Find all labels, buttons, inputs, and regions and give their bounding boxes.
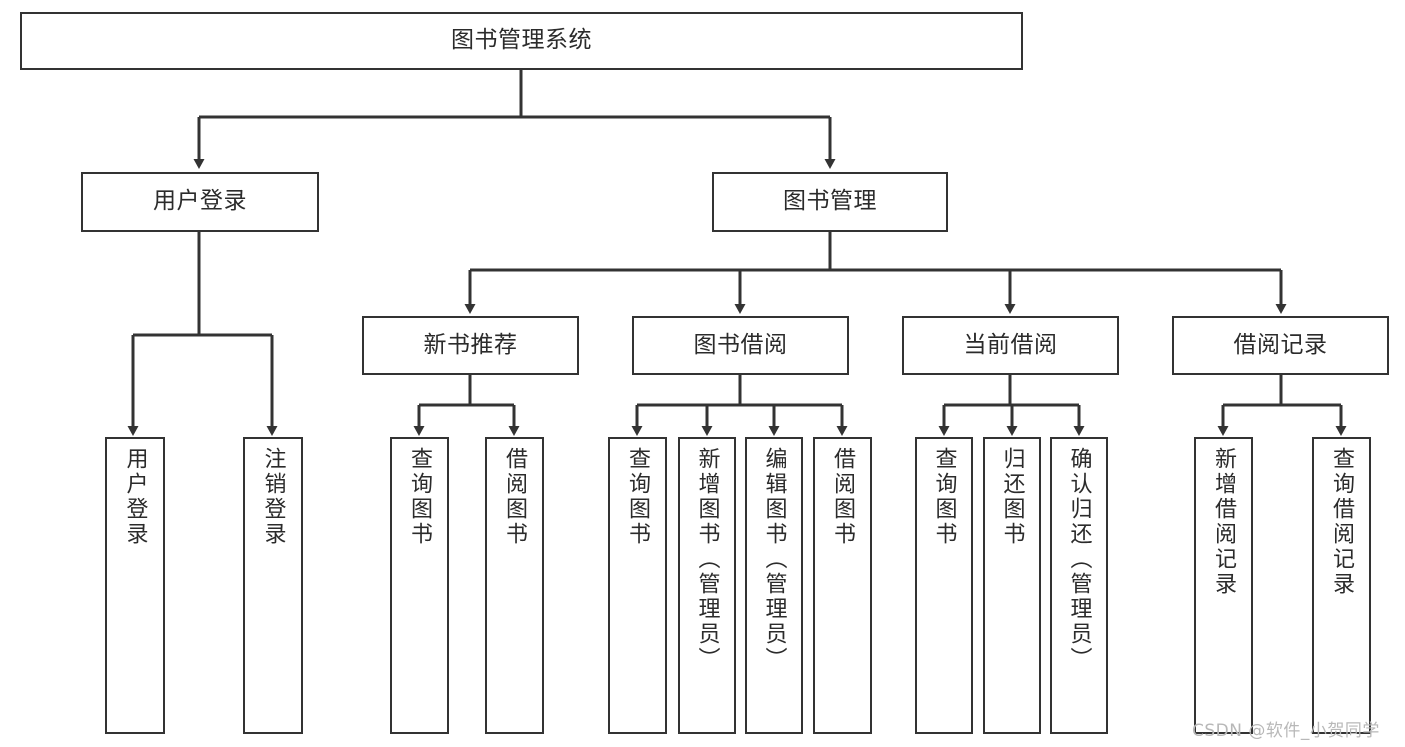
node-leaf-4-label: 查询图书 (625, 447, 651, 547)
node-level2-1[interactable]: 图书借阅 (632, 316, 849, 375)
node-leaf-11-label: 新增借阅记录 (1211, 447, 1237, 597)
node-leaf-12[interactable]: 查询借阅记录 (1312, 437, 1371, 734)
node-leaf-7[interactable]: 借阅图书 (813, 437, 872, 734)
node-leaf-4[interactable]: 查询图书 (608, 437, 667, 734)
node-leaf-12-label: 查询借阅记录 (1329, 447, 1355, 597)
node-level2-2-label: 当前借阅 (963, 331, 1058, 358)
node-level2-3[interactable]: 借阅记录 (1172, 316, 1389, 375)
node-level1-0-label: 用户登录 (153, 188, 247, 215)
node-leaf-8[interactable]: 查询图书 (915, 437, 973, 734)
node-leaf-5[interactable]: 新增图书（管理员） (678, 437, 736, 734)
node-leaf-5-label: 新增图书（管理员） (694, 447, 720, 672)
node-leaf-1-label: 注销登录 (260, 447, 286, 547)
node-leaf-10[interactable]: 确认归还（管理员） (1050, 437, 1108, 734)
node-leaf-3-label: 借阅图书 (502, 447, 528, 547)
node-level2-0-label: 新书推荐 (423, 331, 518, 358)
node-leaf-3[interactable]: 借阅图书 (485, 437, 544, 734)
node-leaf-1[interactable]: 注销登录 (243, 437, 303, 734)
node-level2-2[interactable]: 当前借阅 (902, 316, 1119, 375)
node-root-label: 图书管理系统 (451, 27, 592, 54)
node-leaf-9-label: 归还图书 (999, 447, 1025, 547)
node-leaf-2-label: 查询图书 (407, 447, 433, 547)
node-leaf-6[interactable]: 编辑图书（管理员） (745, 437, 803, 734)
node-level1-1[interactable]: 图书管理 (712, 172, 948, 232)
node-level1-1-label: 图书管理 (783, 188, 877, 215)
node-leaf-11[interactable]: 新增借阅记录 (1194, 437, 1253, 734)
node-level2-0[interactable]: 新书推荐 (362, 316, 579, 375)
node-leaf-9[interactable]: 归还图书 (983, 437, 1041, 734)
node-leaf-8-label: 查询图书 (931, 447, 957, 547)
node-leaf-6-label: 编辑图书（管理员） (761, 447, 787, 672)
node-leaf-7-label: 借阅图书 (830, 447, 856, 547)
node-level2-1-label: 图书借阅 (693, 331, 788, 358)
node-leaf-10-label: 确认归还（管理员） (1066, 447, 1092, 672)
node-leaf-0[interactable]: 用户登录 (105, 437, 165, 734)
csdn-watermark: CSDN @软件_小贺同学 (1192, 721, 1380, 741)
node-root[interactable]: 图书管理系统 (20, 12, 1023, 70)
node-level1-0[interactable]: 用户登录 (81, 172, 319, 232)
node-level2-3-label: 借阅记录 (1233, 331, 1328, 358)
node-leaf-0-label: 用户登录 (122, 447, 148, 547)
node-leaf-2[interactable]: 查询图书 (390, 437, 449, 734)
